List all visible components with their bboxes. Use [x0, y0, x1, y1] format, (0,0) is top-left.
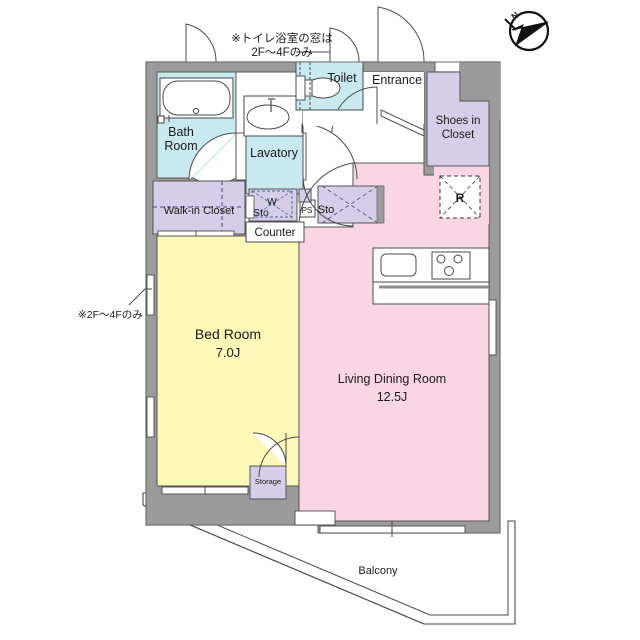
living-dining-label: Living Dining Room — [338, 372, 446, 386]
toilet-room — [295, 61, 364, 111]
compass-rose: N — [504, 10, 550, 52]
hall-storage — [298, 162, 385, 228]
exterior-openings — [146, 6, 500, 63]
window-bedroom-left-upper — [146, 274, 155, 316]
sink-faucet-icon — [268, 98, 275, 112]
window-living-right — [488, 299, 497, 356]
compass-needle — [511, 21, 549, 47]
lavatory — [243, 95, 304, 195]
counter — [245, 221, 305, 243]
window-living-small — [294, 510, 336, 526]
bath-room-label-line2: Room — [164, 139, 197, 153]
windows — [146, 274, 497, 537]
bed-room-label: Bed Room — [195, 326, 261, 342]
window-bedroom-bottom-1 — [161, 486, 206, 495]
kitchen-sink-icon — [380, 253, 417, 277]
left-note: ※2F〜4Fのみ — [78, 309, 143, 321]
washer-label: W — [267, 196, 277, 208]
counter-label: Counter — [255, 227, 296, 239]
entrance-step — [380, 109, 425, 137]
entrance-label: Entrance — [372, 73, 422, 87]
stove-icon — [431, 251, 471, 280]
balcony-label: Balcony — [358, 565, 398, 577]
kitchen-counter — [372, 247, 490, 305]
bottom-storage-label: Storage — [255, 477, 281, 486]
window-toilet-swing — [329, 27, 360, 63]
top-note-line2: 2F〜4Fのみ — [251, 46, 312, 59]
toilet-label: Toilet — [327, 71, 357, 85]
lavatory-label: Lavatory — [250, 146, 299, 160]
entrance-door-swing — [377, 6, 425, 63]
walk-in-closet — [152, 180, 246, 237]
sink-basin — [246, 104, 290, 130]
window-bedroom-bottom-2 — [204, 486, 249, 495]
refrigerator-label: R — [456, 191, 465, 205]
living-dining-size-label: 12.5J — [377, 390, 408, 404]
bath-room-label-line1: Bath — [168, 125, 194, 139]
storage-left-label: Sto — [253, 207, 269, 219]
walk-in-closet-label: Walk-in Closet — [164, 205, 235, 217]
shoes-in-closet-label-line2: Closet — [442, 129, 475, 141]
bed-room-size-label: 7.0J — [216, 345, 241, 360]
window-bath-swing — [185, 23, 217, 63]
shoes-in-closet — [426, 71, 490, 167]
hall-fill — [303, 110, 363, 126]
pipe-shaft-label: PS — [302, 206, 313, 215]
counter-return — [245, 195, 255, 219]
washer-storage — [248, 188, 298, 222]
hall-storage-door-swing — [298, 162, 354, 228]
window-bedroom-left-lower — [146, 396, 155, 438]
bed-room-door — [258, 436, 300, 478]
compass-north-label: N — [509, 10, 520, 22]
left-note-leader-line — [128, 288, 152, 306]
refrigerator-space — [439, 175, 481, 219]
storage-right-label: Sto — [318, 204, 335, 216]
compass-pointer — [504, 18, 517, 31]
top-note-line1: ※トイレ浴室の窓は — [231, 31, 333, 45]
shoes-in-closet-label-line1: Shoes in — [436, 115, 481, 127]
left-note-group: ※2F〜4Fのみ — [78, 288, 152, 321]
